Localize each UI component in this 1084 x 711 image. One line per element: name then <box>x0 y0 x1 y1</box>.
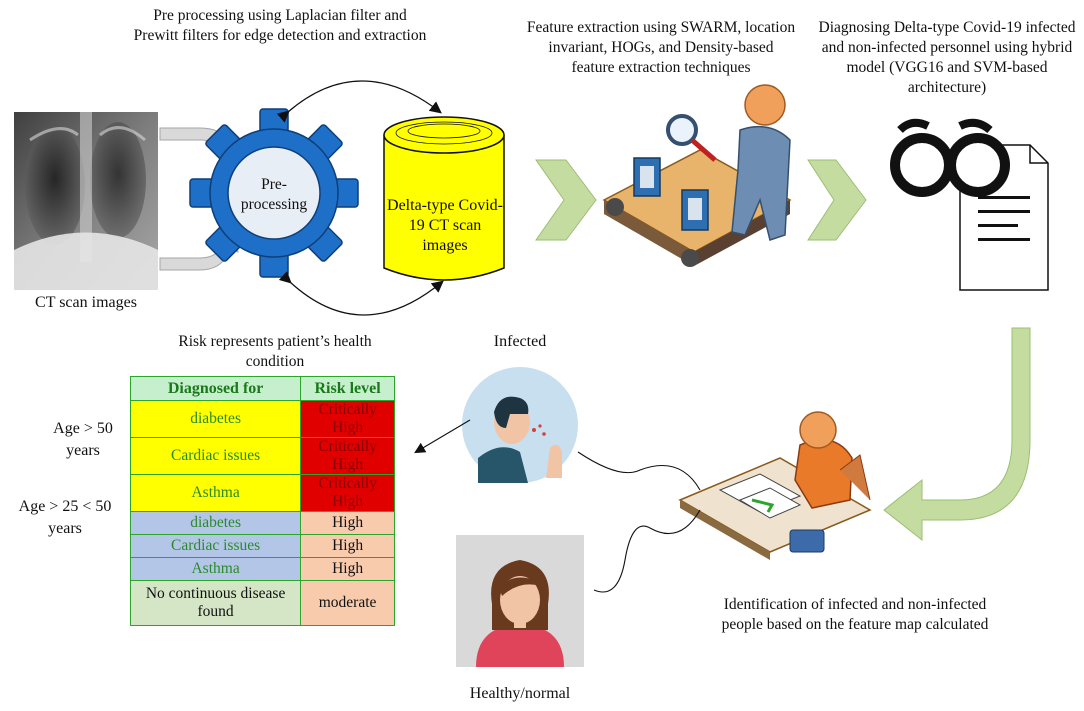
table-row: Asthma High <box>129 557 395 581</box>
condition-cell: diabetes <box>129 511 302 535</box>
gear-label: Pre-processing <box>240 176 308 213</box>
risk-cell: Critically High <box>300 437 395 475</box>
condition-cell: Cardiac issues <box>129 437 302 475</box>
header-risk-level: Risk level <box>300 376 395 401</box>
ct-scan-caption: CT scan images <box>35 294 137 311</box>
risk-cell: Critically High <box>300 474 395 512</box>
table-row: Cardiac issues High <box>129 534 395 558</box>
table-row: Asthma Critically High <box>129 474 395 512</box>
healthy-person-icon <box>456 535 584 667</box>
condition-cell: Asthma <box>129 557 302 581</box>
condition-cell: Asthma <box>129 474 302 512</box>
risk-cell: High <box>300 557 395 581</box>
table-row: diabetes High <box>129 511 395 535</box>
risk-cell: moderate <box>300 580 395 626</box>
age-group-label: Age > 25 < 50 years <box>18 498 112 537</box>
risk-cell: High <box>300 534 395 558</box>
age-group-label: Age > 50 years <box>53 420 113 459</box>
glasses-document-icon <box>890 118 1049 291</box>
cycle-arrows <box>276 80 444 316</box>
feature-extraction-caption: Feature extraction using SWARM, location… <box>526 19 796 76</box>
condition-cell: diabetes <box>129 400 302 438</box>
feature-extraction-worker-icon <box>602 84 792 267</box>
risk-note-caption: Risk represents patient’s health conditi… <box>178 333 372 370</box>
condition-cell: Cardiac issues <box>129 534 302 558</box>
gear-icon <box>189 108 359 278</box>
ct-scan-image <box>14 112 158 290</box>
table-row: diabetes Critically High <box>129 400 395 438</box>
header-diagnosed-for: Diagnosed for <box>129 376 302 401</box>
identification-caption: Identification of infected and non-infec… <box>721 596 989 633</box>
infected-caption: Infected <box>493 333 547 350</box>
return-curved-arrow <box>883 327 1031 542</box>
chevron-arrow-1 <box>535 159 597 241</box>
diagnosing-caption: Diagnosing Delta-type Covid-19 infected … <box>818 19 1076 96</box>
preprocessing-caption: Pre processing using Laplacian filter an… <box>133 7 427 44</box>
risk-cell: Critically High <box>300 400 395 438</box>
table-row: No continuous disease found moderate <box>129 580 395 626</box>
condition-cell: No continuous disease found <box>129 580 302 626</box>
infected-person-icon <box>462 367 578 483</box>
database-cylinder-icon <box>383 116 505 281</box>
risk-cell: High <box>300 511 395 535</box>
chevron-arrow-2 <box>807 159 867 241</box>
healthy-caption: Healthy/normal <box>469 685 571 702</box>
risk-table-header-row: Diagnosed for Risk level <box>129 376 395 401</box>
analyst-desk-icon <box>678 411 872 560</box>
cylinder-label: Delta-type Covid-19 CT scan images <box>387 197 503 254</box>
risk-table: Diagnosed for Risk level diabetes Critic… <box>129 376 395 626</box>
table-row: Cardiac issues Critically High <box>129 437 395 475</box>
connector-lines <box>414 419 701 593</box>
